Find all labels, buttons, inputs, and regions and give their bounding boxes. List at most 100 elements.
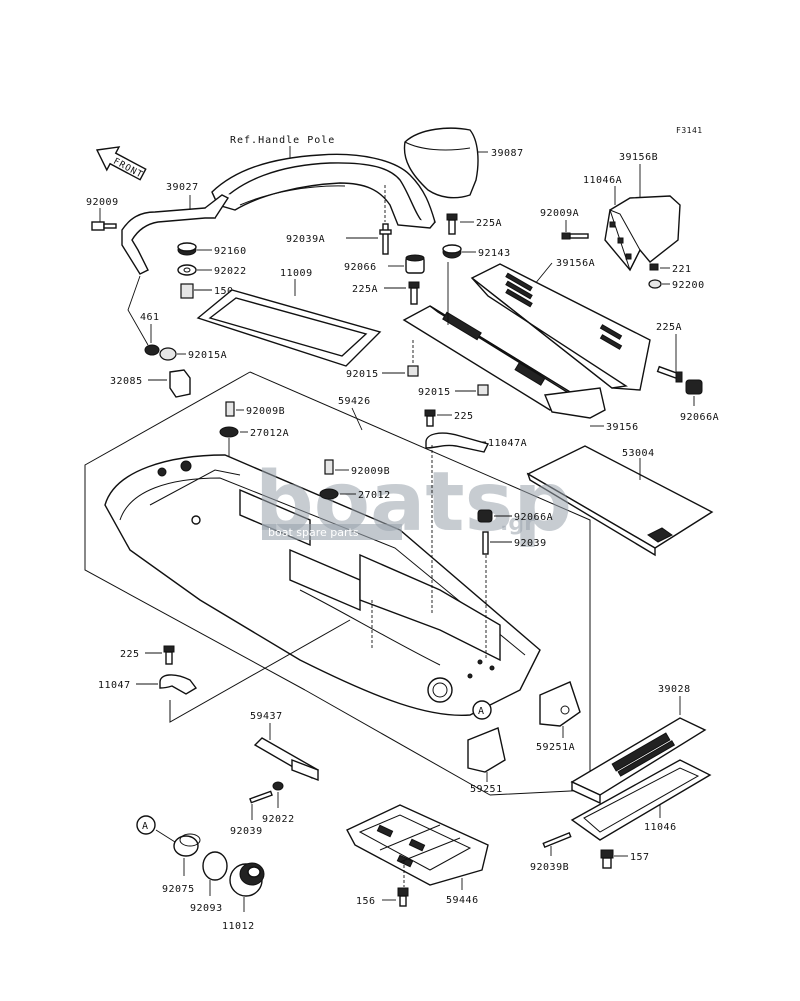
- label-39156: 39156: [606, 422, 639, 433]
- label-156: 156: [356, 896, 376, 907]
- label-11047A: 11047A: [488, 438, 527, 449]
- bolt-225: [424, 409, 436, 417]
- watermark-tld: .gr: [500, 511, 535, 536]
- nut-92200: [648, 279, 662, 289]
- label-92039: 92039: [514, 538, 547, 549]
- label-59251: 59251: [470, 784, 503, 795]
- gasket-11046: [570, 759, 712, 841]
- pin-92039A: [379, 223, 392, 255]
- bolt-225A-1: [446, 213, 458, 235]
- label-157: 157: [630, 852, 650, 863]
- label-92075: 92075: [162, 884, 195, 895]
- label-39156B: 39156B: [619, 152, 658, 163]
- label-39087: 39087: [491, 148, 524, 159]
- bolt-225-left: [163, 645, 175, 653]
- label-11046A: 11046A: [583, 175, 622, 186]
- label-27012A: 27012A: [250, 428, 289, 439]
- bracket-39027: [121, 194, 230, 275]
- mat-53004: [526, 445, 714, 557]
- label-92066A-2: 92066A: [514, 512, 553, 523]
- cover-59251A: [539, 681, 581, 727]
- label-92015A: 92015A: [188, 350, 227, 361]
- label-92039A: 92039A: [286, 234, 325, 245]
- label-150: 150: [214, 286, 234, 297]
- label-461: 461: [140, 312, 160, 323]
- grate-59446: [346, 804, 489, 886]
- cover-59251: [467, 727, 506, 773]
- washer-461: [144, 344, 160, 356]
- label-92009: 92009: [86, 197, 119, 208]
- label-92039-2: 92039: [230, 826, 263, 837]
- callout-a-hull: [472, 700, 492, 720]
- label-39027: 39027: [166, 182, 199, 193]
- cap-32085: [169, 369, 191, 398]
- watermark-tagline: boat spare parts: [268, 526, 359, 539]
- label-92009B-2: 92009B: [351, 466, 390, 477]
- label-225: 225: [454, 411, 474, 422]
- cap-92075: [173, 833, 201, 857]
- washer-92022: [177, 264, 197, 276]
- bolt-92009: [91, 221, 117, 231]
- nut-150: [180, 283, 194, 299]
- label-92015a: 92015: [346, 369, 379, 380]
- label-32085: 32085: [110, 376, 143, 387]
- callout-a-lower-label: A: [142, 821, 149, 832]
- hull-59426: [104, 454, 541, 717]
- label-225A-1: 225A: [476, 218, 502, 229]
- bracket-39156B: [604, 195, 681, 272]
- handle-pole: [211, 153, 436, 229]
- label-92009A: 92009A: [540, 208, 579, 219]
- label-92022b: 92022: [262, 814, 295, 825]
- label-92160: 92160: [214, 246, 247, 257]
- nut-27012: [319, 488, 339, 500]
- plate-39028: [570, 717, 707, 805]
- label-11012: 11012: [222, 921, 255, 932]
- label-11046: 11046: [644, 822, 677, 833]
- pin-92039B: [542, 831, 572, 849]
- hull-frame-bottom: [304, 689, 491, 796]
- label-221: 221: [672, 264, 692, 275]
- label-92039B: 92039B: [530, 862, 569, 873]
- callout-a-hull-label: A: [478, 706, 485, 717]
- bolt-225A-3: [656, 365, 683, 383]
- label-225A-2: 225A: [352, 284, 378, 295]
- nut-27012A: [219, 426, 239, 438]
- watermark: boatsp .gr boat spare parts: [255, 455, 572, 550]
- clip-11047: [159, 674, 198, 695]
- label-53004: 53004: [622, 448, 655, 459]
- label-59446: 59446: [446, 895, 479, 906]
- nut-92015a: [407, 365, 419, 377]
- rail-center: [402, 305, 581, 411]
- label-39028: 39028: [658, 684, 691, 695]
- bolt-92009B-2: [324, 459, 334, 475]
- bolt-225A-2: [408, 281, 420, 305]
- bolt-157: [600, 849, 614, 859]
- label-225-left: 225: [120, 649, 140, 660]
- label-92009B-1: 92009B: [246, 406, 285, 417]
- bolt-156: [397, 887, 409, 897]
- ref-handle-pole-label: Ref.Handle Pole: [230, 135, 335, 146]
- label-225A-3: 225A: [656, 322, 682, 333]
- label-92015b: 92015: [418, 387, 451, 398]
- label-92066: 92066: [344, 262, 377, 273]
- nut-92015A: [159, 347, 177, 361]
- label-11047: 11047: [98, 680, 131, 691]
- label-59437: 59437: [250, 711, 283, 722]
- cap-92066A: [685, 379, 703, 395]
- washer-92022b: [272, 781, 284, 791]
- label-92200: 92200: [672, 280, 705, 291]
- callout-a-lower: [136, 815, 156, 835]
- bolt-92009B-1: [225, 401, 235, 417]
- strip-59437: [253, 737, 320, 782]
- nut-92015b: [477, 384, 489, 396]
- label-59251A: 59251A: [536, 742, 575, 753]
- pin-92039-2: [249, 790, 273, 804]
- bolt-92009A: [561, 232, 589, 240]
- hull-frame-left: [84, 371, 306, 691]
- label-27012: 27012: [358, 490, 391, 501]
- bolt-221: [649, 263, 659, 271]
- cap-92066A-2: [477, 509, 493, 523]
- panel-39156A: [470, 263, 651, 391]
- hull-frame-right: [249, 371, 591, 796]
